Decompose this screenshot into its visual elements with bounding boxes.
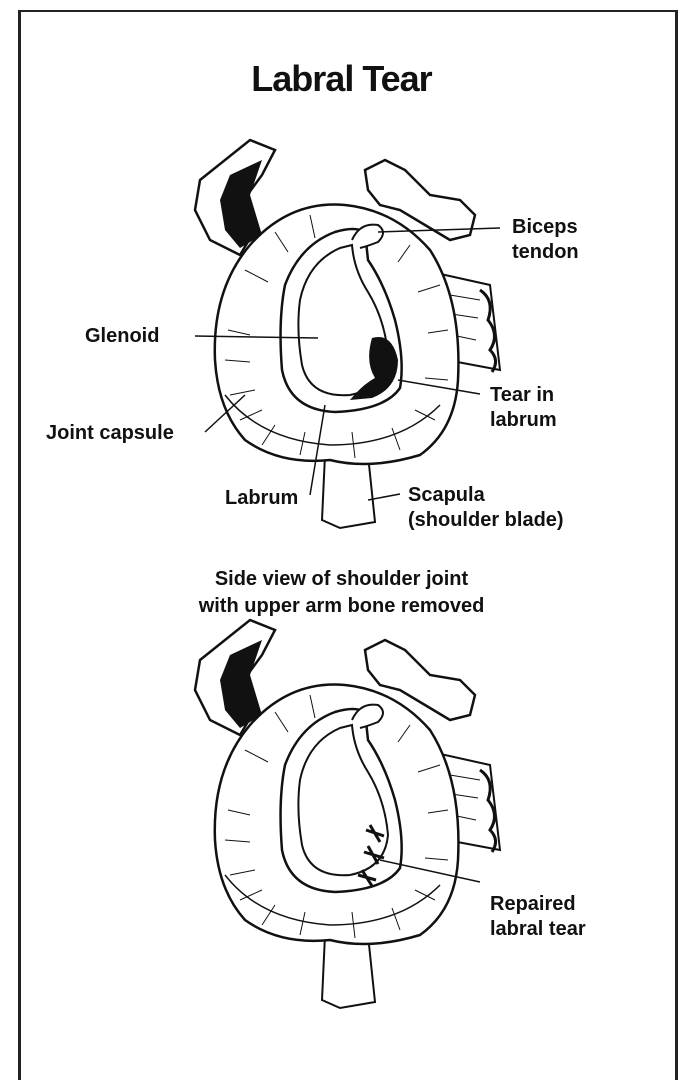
repaired-tear-illustration [195, 620, 500, 1008]
label-biceps-line2: tendon [512, 240, 579, 265]
label-biceps-line1: Biceps [512, 215, 579, 240]
label-repaired-labral-tear: Repaired labral tear [490, 892, 586, 942]
label-tear-in-labrum: Tear in labrum [490, 383, 557, 433]
figure-caption: Side view of shoulder joint with upper a… [0, 566, 683, 620]
labral-tear-illustration [195, 140, 500, 528]
label-biceps-tendon: Biceps tendon [512, 215, 579, 265]
label-glenoid: Glenoid [85, 324, 159, 349]
label-repaired-line2: labral tear [490, 917, 586, 942]
label-repaired-line1: Repaired [490, 892, 586, 917]
caption-line1: Side view of shoulder joint [0, 566, 683, 593]
label-tear-line1: Tear in [490, 383, 557, 408]
label-scapula-line2: (shoulder blade) [408, 508, 564, 533]
label-labrum: Labrum [225, 486, 298, 511]
label-joint-capsule: Joint capsule [46, 421, 174, 446]
label-scapula-line1: Scapula [408, 483, 564, 508]
label-scapula: Scapula (shoulder blade) [408, 483, 564, 533]
label-tear-line2: labrum [490, 408, 557, 433]
caption-line2: with upper arm bone removed [0, 593, 683, 620]
